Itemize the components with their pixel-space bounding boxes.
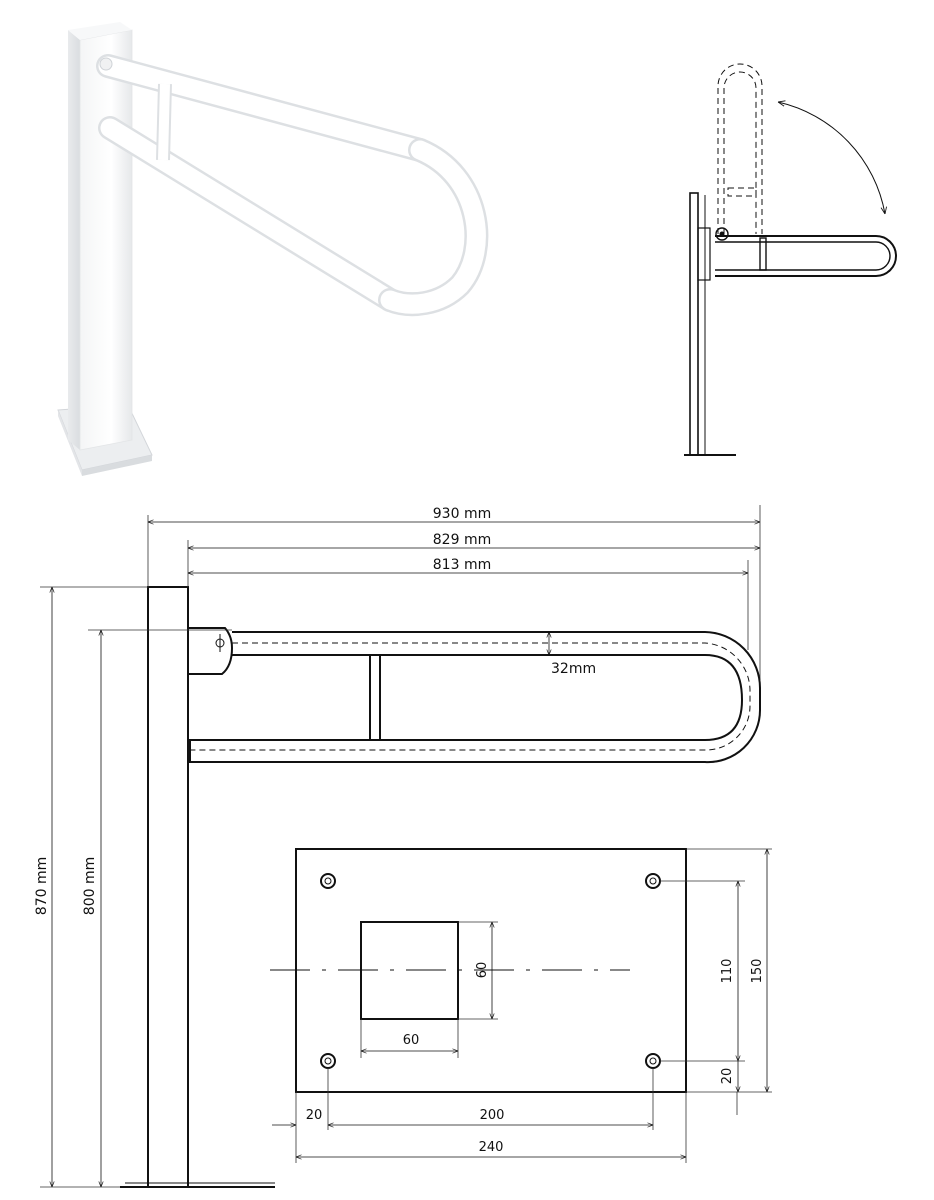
mounting-holes bbox=[320, 873, 661, 1069]
base-plate-detail bbox=[270, 848, 772, 1163]
rotation-arrow bbox=[778, 102, 885, 214]
dim-plate-height: 150 bbox=[750, 959, 765, 984]
dim-overall-width: 930 mm bbox=[433, 506, 491, 522]
dim-tube-diameter: 32mm bbox=[551, 661, 596, 677]
dim-rail-outer: 829 mm bbox=[433, 532, 491, 548]
product-render bbox=[57, 22, 489, 476]
dim-edge-offset-h: 20 bbox=[306, 1108, 323, 1123]
dim-square-height: 60 bbox=[475, 962, 490, 979]
dim-rail-inner: 813 mm bbox=[433, 557, 491, 573]
grab-bar-outline bbox=[189, 631, 762, 764]
front-elevation bbox=[40, 505, 762, 1188]
dim-rail-height: 800 mm bbox=[82, 857, 98, 915]
dim-edge-offset-v: 20 bbox=[720, 1068, 735, 1085]
render-post-side bbox=[68, 30, 80, 450]
render-post-front bbox=[79, 29, 133, 451]
dim-hole-spacing-h: 200 bbox=[480, 1108, 505, 1123]
dim-plate-width: 240 bbox=[479, 1140, 504, 1155]
dim-post-height: 870 mm bbox=[34, 857, 50, 915]
post-outline bbox=[147, 586, 189, 1188]
dim-hole-spacing-v: 110 bbox=[720, 959, 735, 984]
fold-diagram bbox=[684, 63, 897, 456]
dim-square-width: 60 bbox=[403, 1033, 420, 1048]
